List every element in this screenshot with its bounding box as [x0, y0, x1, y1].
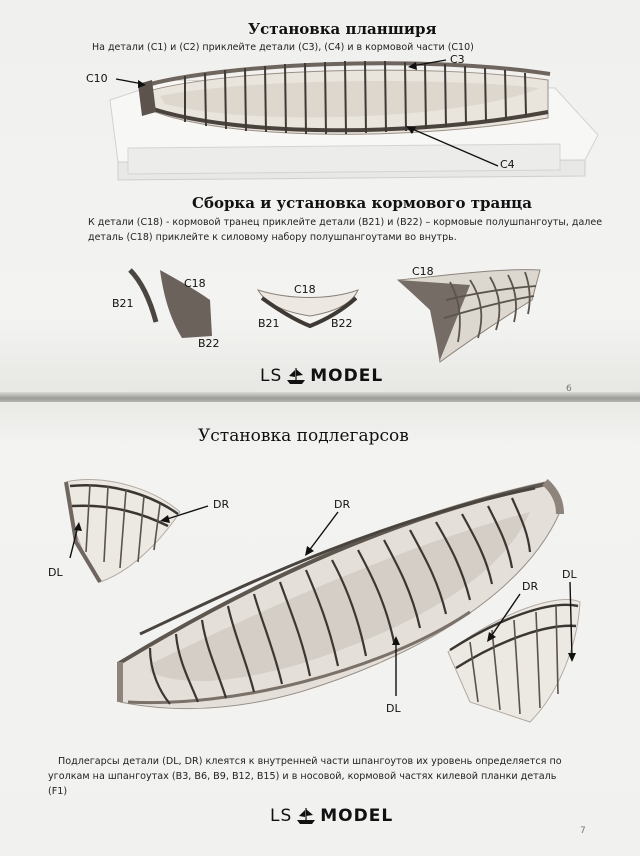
label-b21-a: B21 [112, 297, 134, 310]
label-c3: C3 [450, 53, 465, 66]
page-7: Установка подлегарсов [0, 402, 640, 856]
gunwale-instruction: На детали (C1) и (C2) приклейте детали (… [92, 42, 474, 53]
logo-text-right: MODEL [320, 806, 394, 826]
main-hull-frames [148, 497, 532, 705]
label-c18-b: C18 [294, 283, 316, 296]
label-c18-c: C18 [412, 265, 434, 278]
label-dr-3: DR [522, 580, 539, 593]
logo-text-right: MODEL [310, 366, 384, 386]
clamp-caption-line1: Подлегарсы детали (DL, DR) клеятся к вну… [58, 756, 562, 767]
label-dr-1: DR [213, 498, 230, 511]
page-number-6: 6 [566, 384, 572, 394]
section-title-transom: Сборка и установка кормового транца [192, 194, 532, 212]
section-title-clamps: Установка подлегарсов [198, 426, 409, 446]
transom-instruction-line1: К детали (C18) - кормовой транец приклей… [88, 217, 603, 228]
label-b21-b: B21 [258, 317, 280, 330]
label-c4: C4 [500, 158, 515, 171]
logo-text-left: LS [260, 366, 283, 386]
label-b22-b: B22 [331, 317, 353, 330]
label-dl-3: DL [562, 568, 577, 581]
clamp-caption-line2: уголкам на шпангоутах (B3, B6, B9, B12, … [48, 771, 557, 782]
ls-model-logo: LS MODEL [260, 366, 383, 386]
transom-parts-illustration [128, 268, 541, 363]
label-dr-2: DR [334, 498, 351, 511]
hull-frames [184, 60, 527, 135]
transom-instruction-line2: деталь (C18) приклейте к силовому набору… [88, 232, 457, 243]
label-b22-a: B22 [198, 337, 220, 350]
label-c18-a: C18 [184, 277, 206, 290]
page-6: Установка планширя На детали (C1) и (C2)… [0, 0, 640, 398]
section-title-gunwale: Установка планширя [248, 20, 437, 38]
label-dl-1: DL [48, 566, 63, 579]
clamp-installation-illustration [64, 479, 581, 723]
ship-icon [297, 808, 316, 824]
label-c10: C10 [86, 72, 108, 85]
label-dl-2: DL [386, 702, 401, 715]
hull-on-building-board-illustration [109, 59, 599, 181]
logo-text-left: LS [270, 806, 293, 826]
ls-model-logo-p7: LS MODEL [270, 806, 393, 826]
ship-icon [287, 368, 306, 384]
page-number-7: 7 [580, 826, 586, 836]
clamp-caption-line3: (F1) [48, 786, 68, 797]
